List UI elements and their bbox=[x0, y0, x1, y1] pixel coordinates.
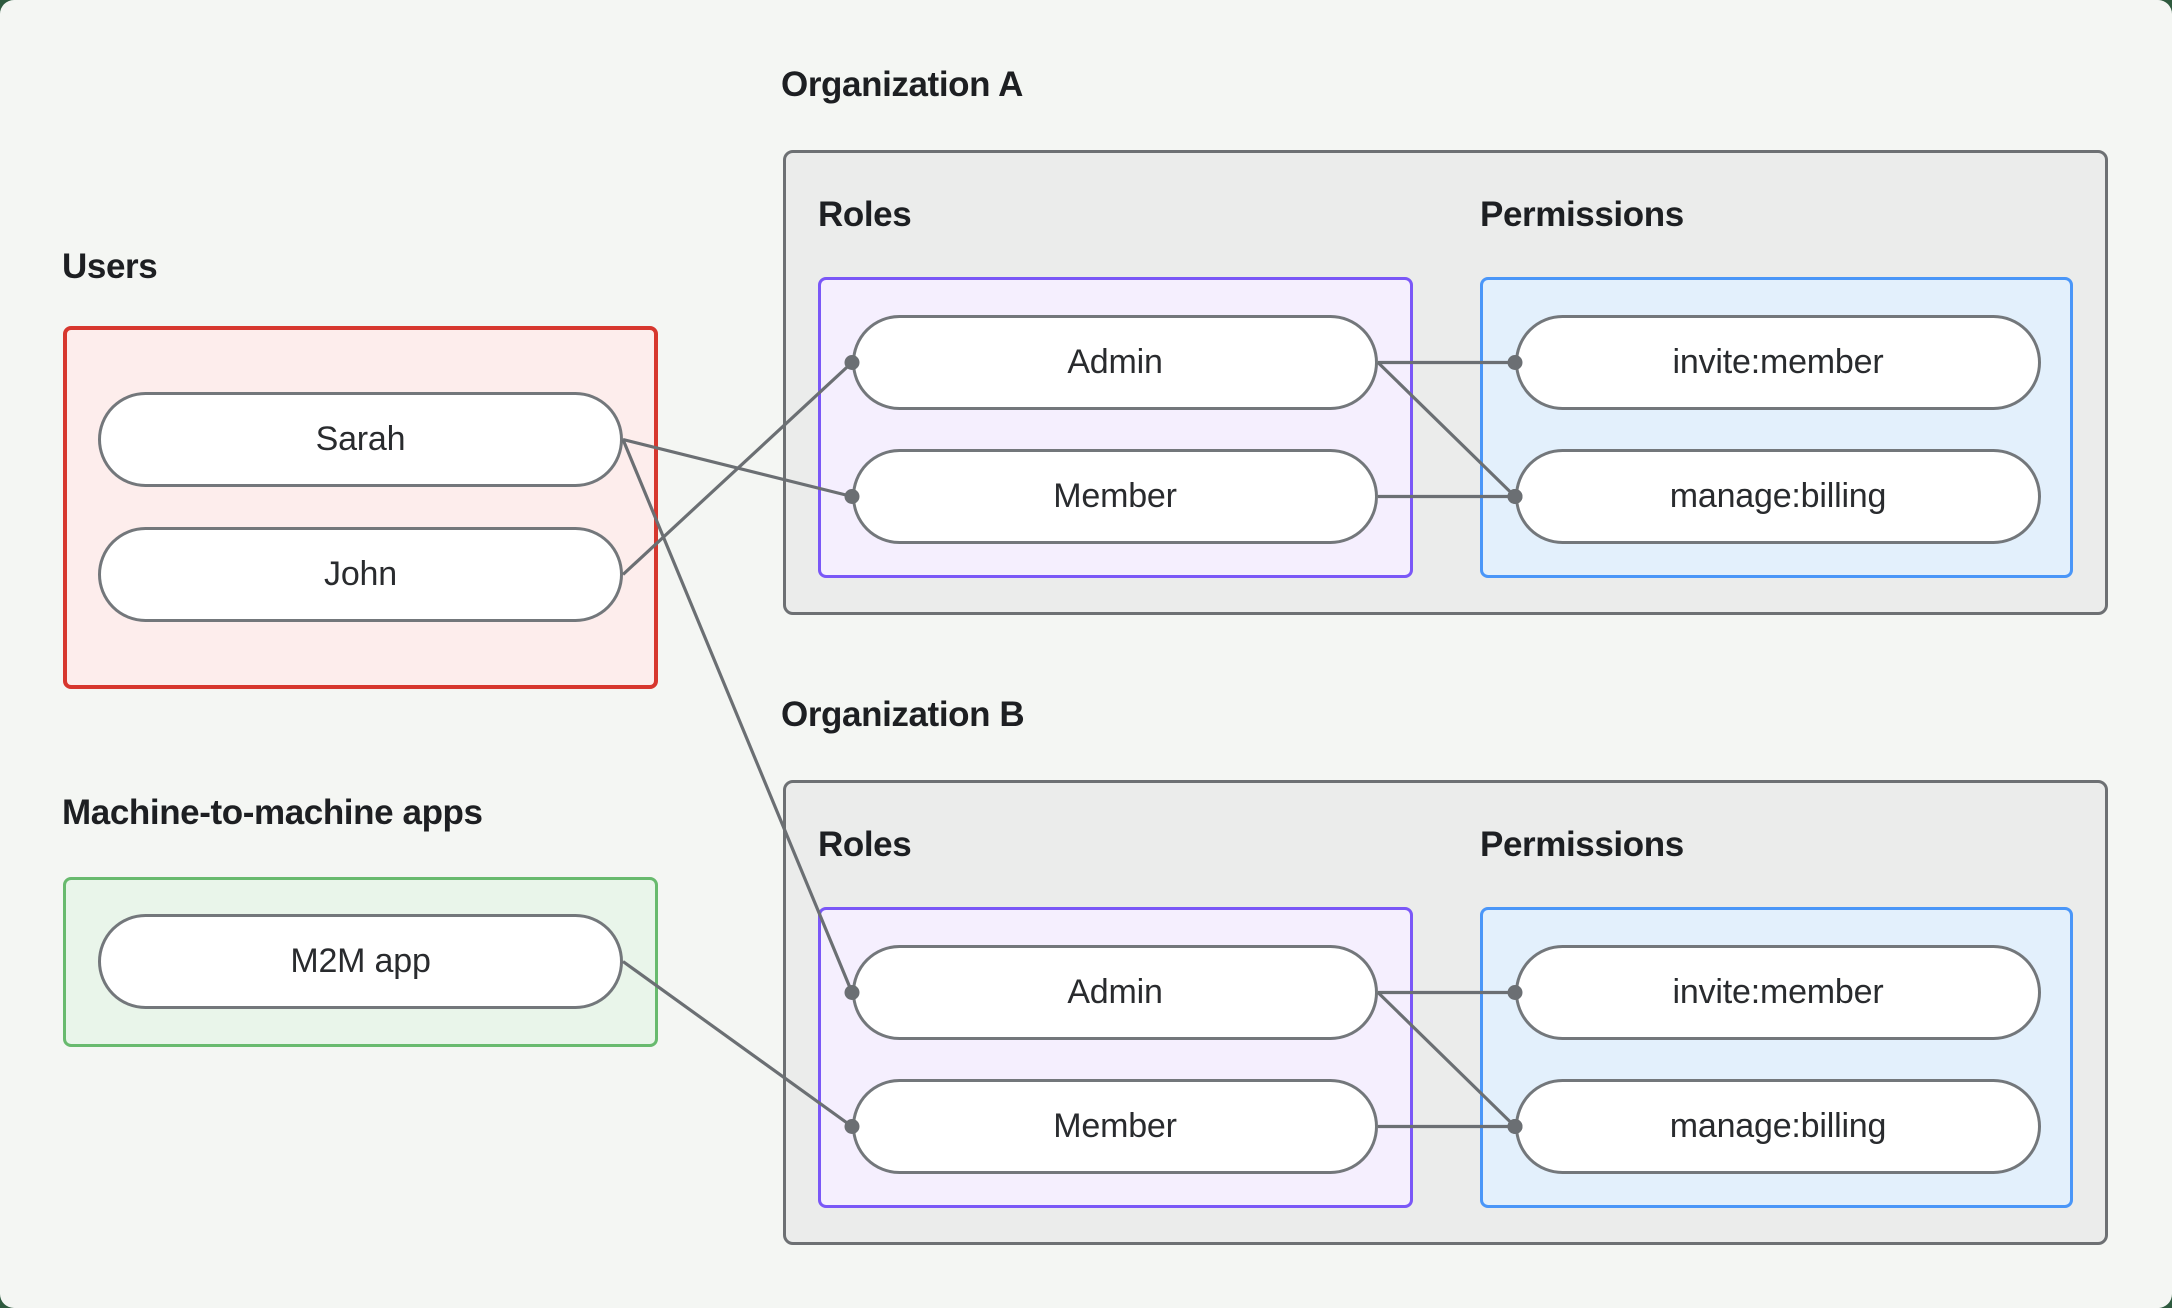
org-b-role-member-label: Member bbox=[1053, 1107, 1177, 1145]
org-a-permission-invite-member-label: invite:member bbox=[1672, 343, 1884, 381]
org-b-roles-label: Roles bbox=[818, 825, 912, 864]
m2m-node-app-label: M2M app bbox=[290, 942, 431, 980]
org-a-permission-invite-member: invite:member bbox=[1515, 315, 2041, 410]
org-a-role-admin-label: Admin bbox=[1067, 343, 1163, 381]
org-a-permission-manage-billing-label: manage:billing bbox=[1669, 477, 1887, 515]
org-a-role-member: Member bbox=[852, 449, 1378, 544]
org-a-permission-manage-billing: manage:billing bbox=[1515, 449, 2041, 544]
org-b-role-admin: Admin bbox=[852, 945, 1378, 1040]
org-b-permission-manage-billing: manage:billing bbox=[1515, 1079, 2041, 1174]
org-b-permission-invite-member-label: invite:member bbox=[1672, 973, 1884, 1011]
user-node-sarah-label: Sarah bbox=[315, 420, 406, 458]
org-b-role-admin-label: Admin bbox=[1067, 973, 1163, 1011]
org-a-roles-label: Roles bbox=[818, 195, 912, 234]
org-a-role-member-label: Member bbox=[1053, 477, 1177, 515]
m2m-node-app: M2M app bbox=[98, 914, 623, 1009]
user-node-john: John bbox=[98, 527, 623, 622]
org-a-label: Organization A bbox=[781, 65, 1023, 104]
org-b-role-member: Member bbox=[852, 1079, 1378, 1174]
org-b-permission-manage-billing-label: manage:billing bbox=[1669, 1107, 1887, 1145]
org-b-label: Organization B bbox=[781, 695, 1025, 734]
m2m-group-label: Machine-to-machine apps bbox=[62, 793, 483, 832]
users-group-label: Users bbox=[62, 247, 158, 286]
org-b-permissions-label: Permissions bbox=[1480, 825, 1684, 864]
user-node-sarah: Sarah bbox=[98, 392, 623, 487]
org-b-permission-invite-member: invite:member bbox=[1515, 945, 2041, 1040]
user-node-john-label: John bbox=[324, 555, 397, 593]
users-group-box bbox=[63, 326, 658, 689]
org-a-permissions-label: Permissions bbox=[1480, 195, 1684, 234]
org-a-role-admin: Admin bbox=[852, 315, 1378, 410]
